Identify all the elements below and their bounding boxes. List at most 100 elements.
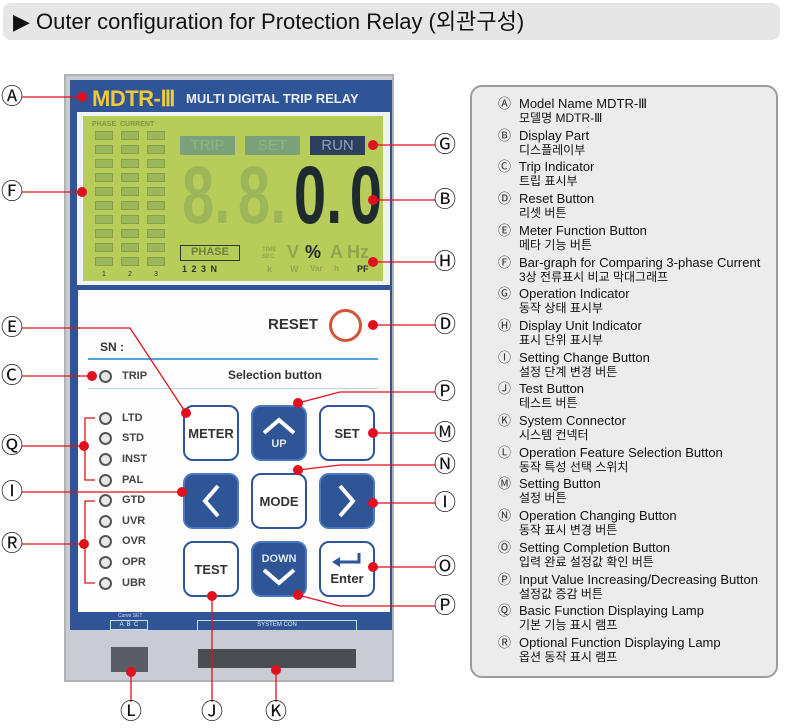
callout-dot: [87, 371, 97, 381]
callout-dot: [77, 187, 87, 197]
bar-segment: [121, 201, 139, 210]
up-label: UP: [271, 437, 287, 450]
unit-a: A: [330, 242, 343, 262]
bar-segment: [95, 131, 113, 140]
bar-col-3: 3: [154, 271, 158, 278]
legend-english: Setting Change Button: [519, 349, 650, 365]
mode-label: MODE: [259, 493, 299, 509]
lamp-label: LTD: [122, 412, 143, 424]
unit-k: k: [267, 264, 273, 274]
legend-english: Setting Completion Button: [519, 539, 671, 555]
test-button[interactable]: TEST: [183, 541, 239, 597]
left-button[interactable]: [183, 473, 239, 529]
unit-h: h: [334, 264, 339, 273]
legend-english: Trip Indicator: [519, 159, 595, 175]
callout-dot: [79, 441, 89, 451]
callout-dot: [368, 562, 378, 572]
mode-button[interactable]: MODE: [251, 473, 307, 529]
legend-english: Basic Function Displaying Lamp: [519, 603, 704, 619]
callout-r: Ⓡ: [0, 531, 23, 556]
callout-dot: [271, 665, 281, 675]
callout-m: Ⓜ: [433, 420, 456, 445]
legend-english: Operation Changing Button: [519, 508, 677, 524]
callout-e: Ⓔ: [0, 315, 23, 340]
legend-korean: 리셋 버튼: [519, 206, 567, 221]
legend-korean: 디스플레이부: [519, 142, 586, 157]
legend-letter: Ⓚ: [498, 413, 512, 428]
legend-korean: 동작 표시 변경 버튼: [519, 523, 618, 538]
callout-o: Ⓞ: [433, 554, 456, 579]
legend-english: Display Part: [519, 127, 590, 143]
bar-segment: [121, 131, 139, 140]
legend-korean: 시스템 컨넥터: [519, 428, 589, 442]
bar-segment: [147, 229, 165, 238]
bar-segment: [147, 201, 165, 210]
run-indicator: RUN: [310, 136, 365, 155]
legend-korean: 트립 표시부: [519, 174, 578, 189]
serial-number-label: SN :: [100, 340, 124, 354]
system-connector: [198, 649, 356, 668]
callout-g: Ⓖ: [433, 132, 456, 157]
bar-segment: [121, 243, 139, 252]
callout-i: Ⓘ: [0, 479, 23, 504]
set-indicator: SET: [245, 136, 300, 155]
trip-lamp: [99, 370, 112, 383]
bar-segment: [95, 257, 113, 266]
unit-percent: %: [305, 242, 322, 262]
down-button[interactable]: DOWN: [251, 541, 307, 597]
callout-dot: [368, 320, 378, 330]
legend-english: Bar-graph for Comparing 3-phase Current: [519, 254, 761, 270]
lamp-label: UVR: [122, 515, 146, 527]
legend-letter: Ⓗ: [498, 317, 512, 333]
callout-dot: [77, 92, 87, 102]
callout-f: Ⓕ: [0, 179, 23, 204]
legend-english: Display Unit Indicator: [519, 317, 642, 333]
lamp-label: STD: [122, 432, 144, 444]
digit-4: 0: [349, 150, 382, 242]
legend-korean: 기본 기능 표시 램프: [519, 618, 618, 633]
bar-segment: [147, 131, 165, 140]
bar-segment: [95, 145, 113, 154]
legend-letter: Ⓒ: [498, 159, 512, 175]
legend-letter: Ⓕ: [498, 254, 512, 270]
bar-segment: [95, 159, 113, 168]
callout-dot: [368, 498, 378, 508]
curve-options: A B C: [110, 620, 148, 630]
set-button[interactable]: SET: [319, 405, 375, 461]
callout-dot: [79, 539, 89, 549]
model-name: MDTR-Ⅲ: [92, 86, 176, 111]
bar-col-1: 1: [102, 271, 106, 278]
legend-korean: 동작 특성 선택 스위치: [519, 459, 629, 474]
callout-dot: [177, 487, 187, 497]
trip-indicator: TRIP: [180, 136, 235, 155]
bar-segment: [147, 243, 165, 252]
leader-line: [297, 464, 435, 471]
lamp-label: OVR: [122, 535, 146, 547]
callout-i: Ⓘ: [433, 490, 456, 515]
set-label: SET: [334, 425, 360, 441]
lamp: [99, 432, 112, 445]
legend-letter: Ⓜ: [498, 476, 512, 492]
bar-segment: [147, 173, 165, 182]
up-button[interactable]: UP: [251, 405, 307, 461]
legend-korean: 입력 완료 설정값 확인 버튼: [519, 554, 654, 569]
enter-button[interactable]: Enter: [319, 541, 375, 597]
reset-button[interactable]: [329, 309, 362, 342]
bar-segment: [95, 215, 113, 224]
legend-korean: 동작 상태 표시부: [519, 301, 603, 316]
chevron-up-icon: [262, 416, 296, 435]
legend-english: Optional Function Displaying Lamp: [519, 634, 721, 650]
legend-korean: 설정값 증감 버튼: [519, 586, 603, 601]
callout-d: Ⓓ: [433, 312, 456, 337]
meter-button[interactable]: METER: [183, 405, 239, 461]
bar-segment: [95, 229, 113, 238]
chevron-down-icon: [262, 567, 296, 586]
time-sec-unit: TIME SEC: [262, 247, 277, 260]
legend-letter: Ⓔ: [498, 222, 512, 238]
bar-segment: [121, 187, 139, 196]
legend-letter: Ⓛ: [498, 444, 512, 460]
phase-numbers: 1 2 3 N: [182, 264, 218, 274]
lamp: [99, 577, 112, 590]
legend-letter: Ⓠ: [498, 603, 512, 619]
section-title: ▶ Outer configuration for Protection Rel…: [3, 3, 780, 40]
